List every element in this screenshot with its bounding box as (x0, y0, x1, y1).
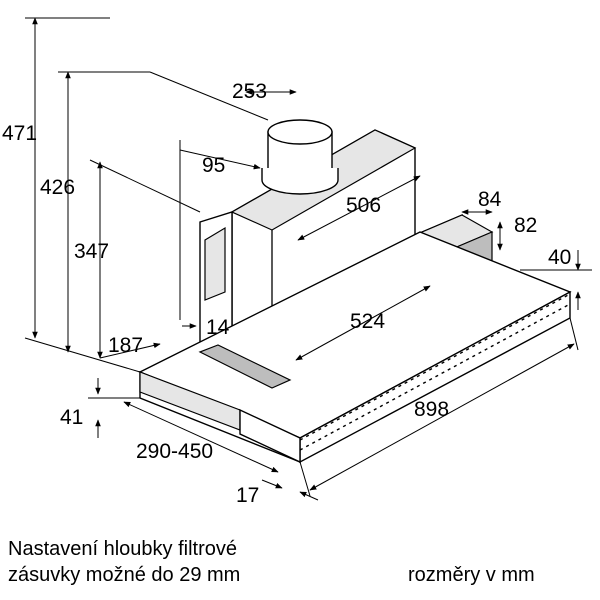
dim-253: 253 (232, 80, 267, 103)
dim-84: 84 (478, 188, 502, 211)
dim-82: 82 (514, 214, 537, 237)
dim-41: 41 (60, 406, 83, 429)
dimension-labels: 471 426 347 253 95 506 84 82 40 524 14 1… (2, 80, 571, 507)
dim-17: 17 (236, 484, 259, 507)
adjustment-note-line-1: Nastavení hloubky filtrové (8, 538, 238, 560)
exhaust-collar (261, 119, 339, 195)
dim-347: 347 (74, 240, 109, 263)
side-bracket (204, 226, 226, 301)
adjustment-note: Nastavení hloubky filtrové zásuvky možné… (8, 536, 368, 588)
dim-290-450: 290-450 (136, 440, 213, 463)
dim-471: 471 (2, 122, 37, 145)
underside-strip (198, 344, 292, 389)
dim-524: 524 (350, 310, 385, 333)
dim-506: 506 (346, 194, 381, 217)
dim-95: 95 (202, 154, 225, 177)
dim-426: 426 (40, 176, 75, 199)
dim-14: 14 (206, 316, 230, 339)
dim-898: 898 (414, 398, 449, 421)
dim-187: 187 (108, 334, 143, 357)
units-note: rozměry v mm (408, 564, 535, 586)
dim-40: 40 (548, 246, 571, 269)
dimension-lines (24, 17, 592, 501)
adjustment-note-line-2: zásuvky možné do 29 mm (8, 564, 241, 586)
